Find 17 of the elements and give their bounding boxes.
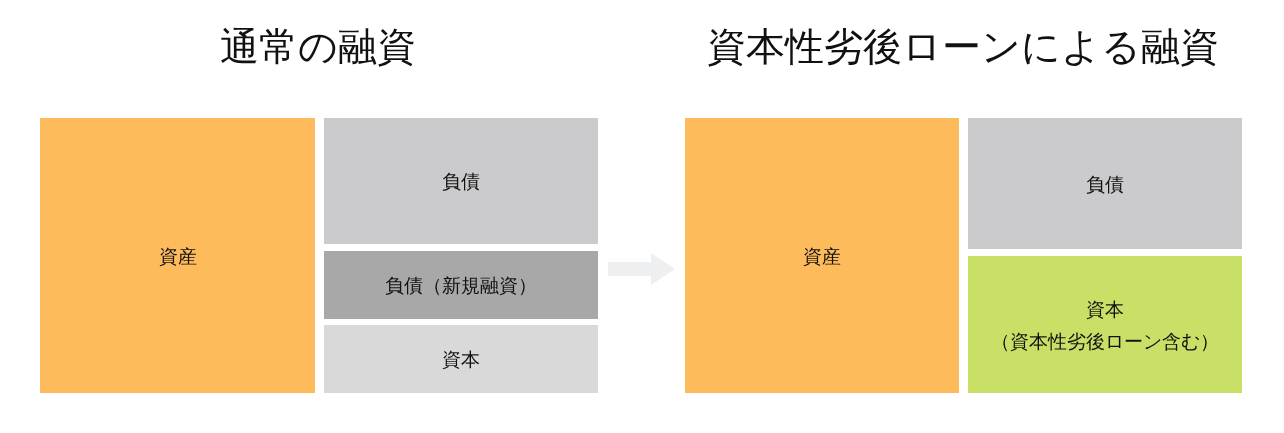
heading: 通常の融資 — [220, 23, 416, 71]
box-label: （資本性劣後ローン含む） — [991, 328, 1219, 354]
asset-box — [685, 118, 959, 393]
asset-box — [40, 118, 315, 393]
box-label: 負債（新規融資） — [385, 273, 537, 298]
box-label: 資本 — [1086, 296, 1124, 322]
equity-box — [968, 256, 1242, 393]
new-loan-box — [324, 251, 598, 319]
heading: 資本性劣後ローンによる融資 — [707, 23, 1219, 71]
liability-box — [324, 118, 598, 244]
liability-box — [968, 118, 1242, 249]
box-label: 負債 — [442, 169, 480, 194]
box-label: 資産 — [158, 243, 197, 269]
box-label: 負債 — [1086, 171, 1124, 197]
equity-box — [324, 325, 598, 393]
box-label: 資本 — [442, 347, 480, 372]
box-label: 資産 — [803, 243, 841, 269]
